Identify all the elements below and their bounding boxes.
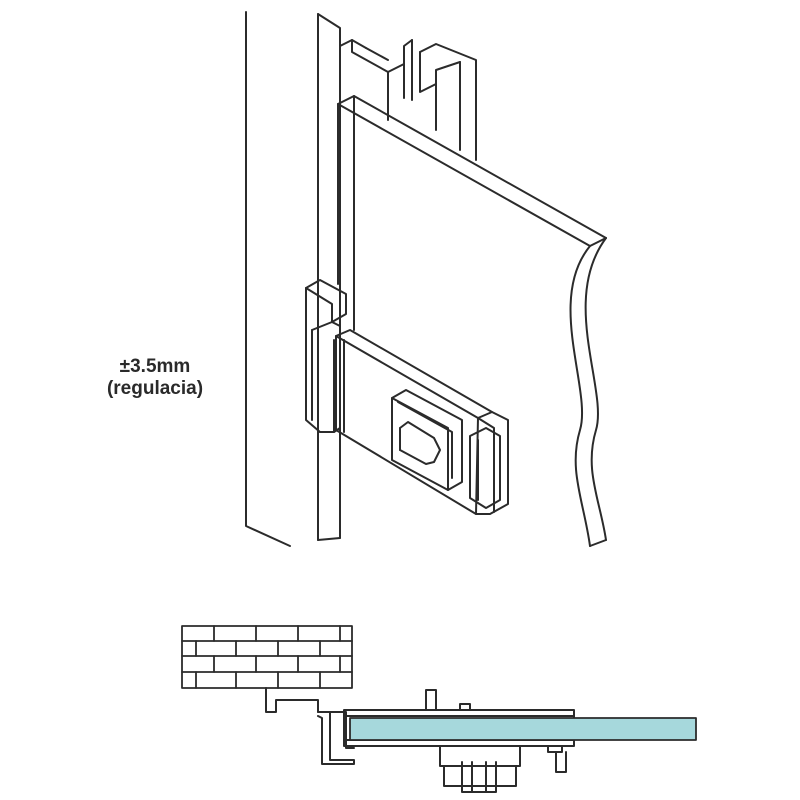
adjustment-note: (regulacia) [106,378,204,399]
lock-body [335,329,509,515]
adjustment-annotation: ±3.5mm (regulacia) [80,356,230,400]
glass-door-panel [337,95,607,547]
wall-edge [245,11,291,547]
lock-knob [391,389,463,491]
glass-section [349,717,697,741]
frame-profile-section [265,687,355,765]
door-frame-profile [317,13,477,541]
adjustment-value: ±3.5mm [119,356,191,377]
brick-wall-section [181,625,353,689]
strike-plate [305,279,347,433]
lock-section [343,689,575,793]
